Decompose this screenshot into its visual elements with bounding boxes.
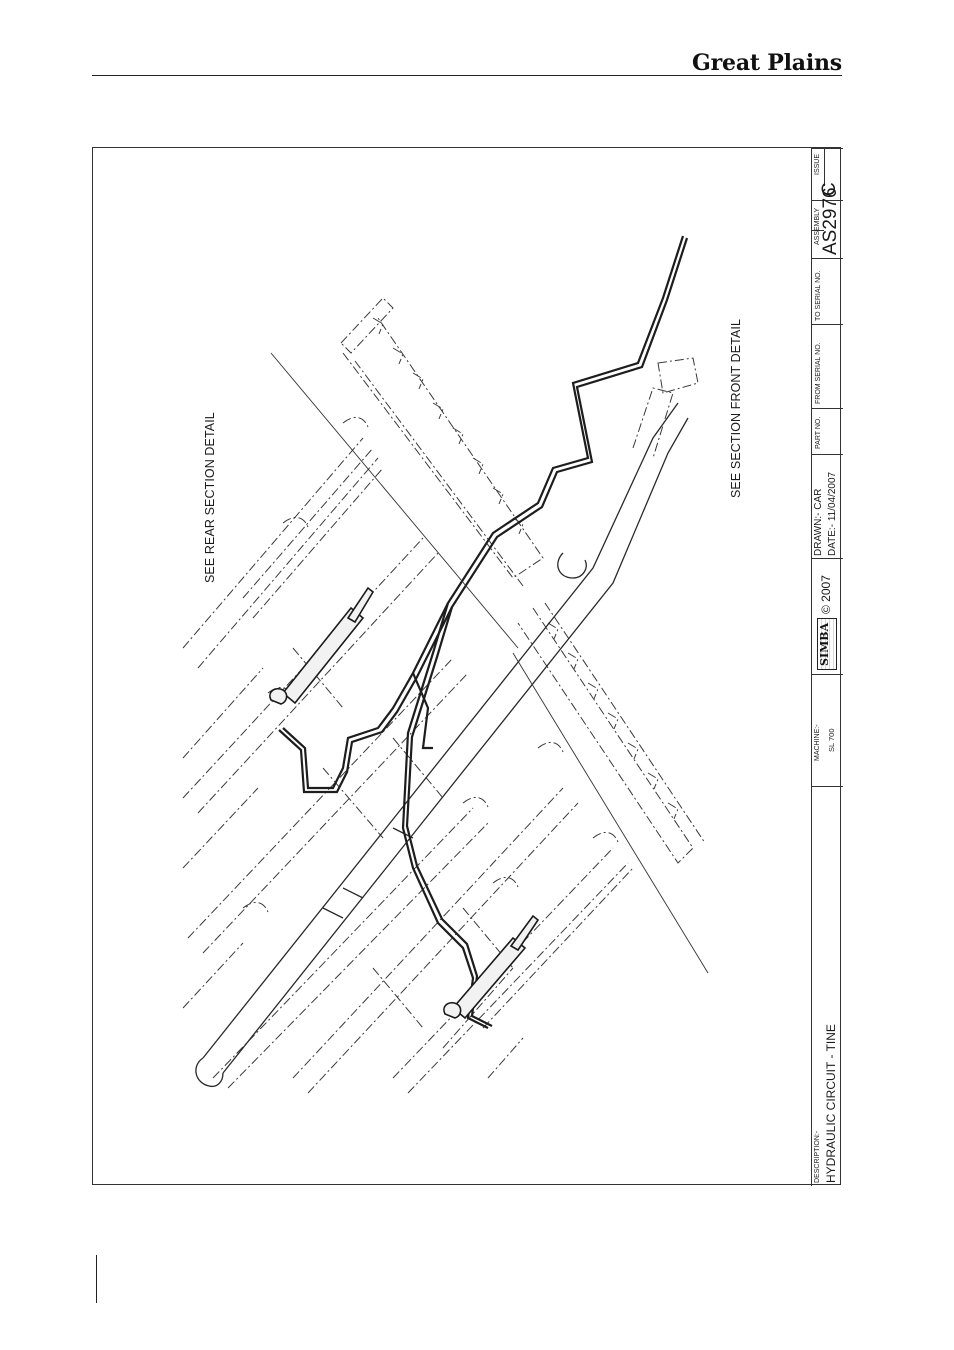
rear-section-note: SEE REAR SECTION DETAIL	[203, 412, 217, 583]
issue-label: ISSUE	[814, 154, 821, 175]
from-serial-label: FROM SERIAL NO.	[815, 342, 822, 404]
front-section-note: SEE SECTION FRONT DETAIL	[729, 319, 743, 498]
drawing-date: DATE:- 11/04/2007	[827, 472, 838, 556]
simba-logo-text: SIMBA	[818, 623, 831, 666]
machine-label: MACHINE:-	[814, 724, 821, 761]
hydraulic-circuit-drawing	[93, 148, 842, 1186]
description-value: HYDRAULIC CIRCUIT - TINE	[824, 1024, 838, 1183]
brand-logo: Great Plains	[692, 50, 842, 76]
tb-divider	[812, 408, 843, 409]
drawing-frame: SEE REAR SECTION DETAIL SEE SECTION FRON…	[92, 147, 841, 1185]
copyright: © 2007	[819, 575, 833, 614]
tb-divider	[812, 324, 843, 325]
tb-divider	[812, 674, 843, 675]
tb-midline	[824, 148, 825, 186]
description-label: DESCRIPTION:-	[814, 1131, 821, 1183]
tb-divider	[812, 558, 843, 559]
header-rule	[92, 75, 842, 76]
part-no-label: PART NO.	[815, 417, 822, 449]
tb-divider	[812, 786, 843, 787]
footer-rule	[96, 1255, 97, 1303]
assembly-value: AS2976	[820, 187, 842, 255]
drawn-by: DRAWN:- CAR	[813, 489, 824, 556]
tb-divider	[812, 454, 843, 455]
tb-divider	[812, 148, 843, 149]
title-block: ISSUE C ASSEMBLY AS2976 TO SERIAL NO. FR…	[811, 148, 842, 1186]
tb-divider	[812, 258, 843, 259]
machine-value: SL 700	[827, 729, 836, 753]
to-serial-label: TO SERIAL NO.	[815, 270, 822, 321]
